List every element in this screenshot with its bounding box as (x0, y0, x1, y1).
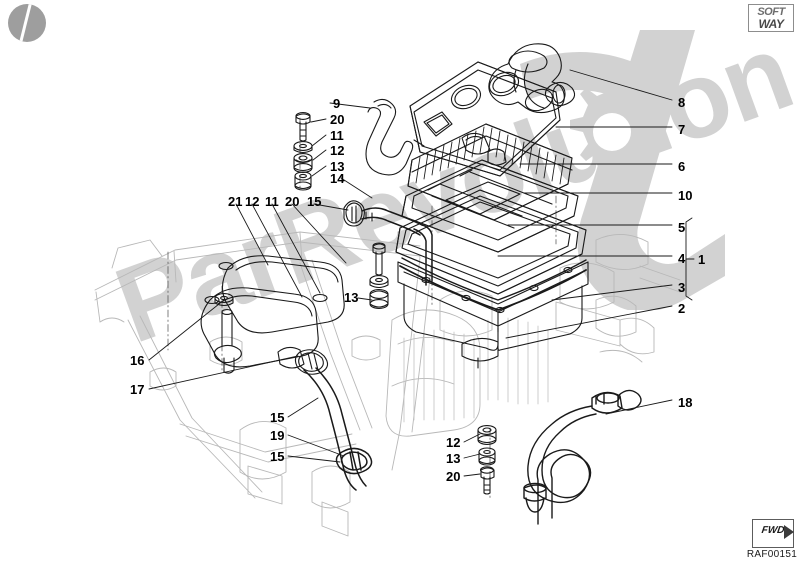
logo-line-way: WAY (758, 17, 784, 31)
callout-13-lower: 13 (446, 451, 461, 466)
drawing-code: RAF00151 (746, 549, 798, 560)
callout-20-lower: 20 (446, 469, 461, 484)
callout-5: 5 (678, 220, 686, 235)
callout-13-center: 13 (344, 290, 359, 305)
callout-20-upper: 20 (330, 112, 345, 127)
callout-13-upper: 13 (330, 159, 345, 174)
callout-15-lower-a: 15 (270, 410, 285, 425)
callout-18: 18 (678, 395, 693, 410)
callout-15-mid: 15 (307, 194, 322, 209)
softway-logo: SOFT WAY (748, 4, 794, 32)
callout-8: 8 (678, 95, 686, 110)
corner-slash (18, 4, 33, 42)
callout-7: 7 (678, 122, 686, 137)
callout-21: 21 (228, 194, 243, 209)
callout-16: 16 (130, 353, 145, 368)
callout-12-mid: 12 (245, 194, 260, 209)
page-corner-mark (8, 4, 46, 42)
callout-12-upper: 12 (330, 143, 345, 158)
callout-4: 4 (678, 251, 686, 266)
callout-19: 19 (270, 428, 285, 443)
callout-10: 10 (678, 188, 693, 203)
callout-6: 6 (678, 159, 686, 174)
callout-1: 1 (698, 252, 706, 267)
callout-2: 2 (678, 301, 686, 316)
callout-14: 14 (330, 171, 345, 186)
forward-arrow-icon (784, 525, 794, 539)
callout-11-mid: 11 (265, 194, 279, 209)
callout-3: 3 (678, 280, 686, 295)
callout-15-lower-b: 15 (270, 449, 285, 464)
callout-11-upper: 11 (330, 128, 344, 143)
callout-20-mid: 20 (285, 194, 300, 209)
callout-12-lower: 12 (446, 435, 461, 450)
logo-line-soft: SOFT (757, 6, 785, 18)
callout-17: 17 (130, 382, 145, 397)
callout-9: 9 (333, 96, 341, 111)
